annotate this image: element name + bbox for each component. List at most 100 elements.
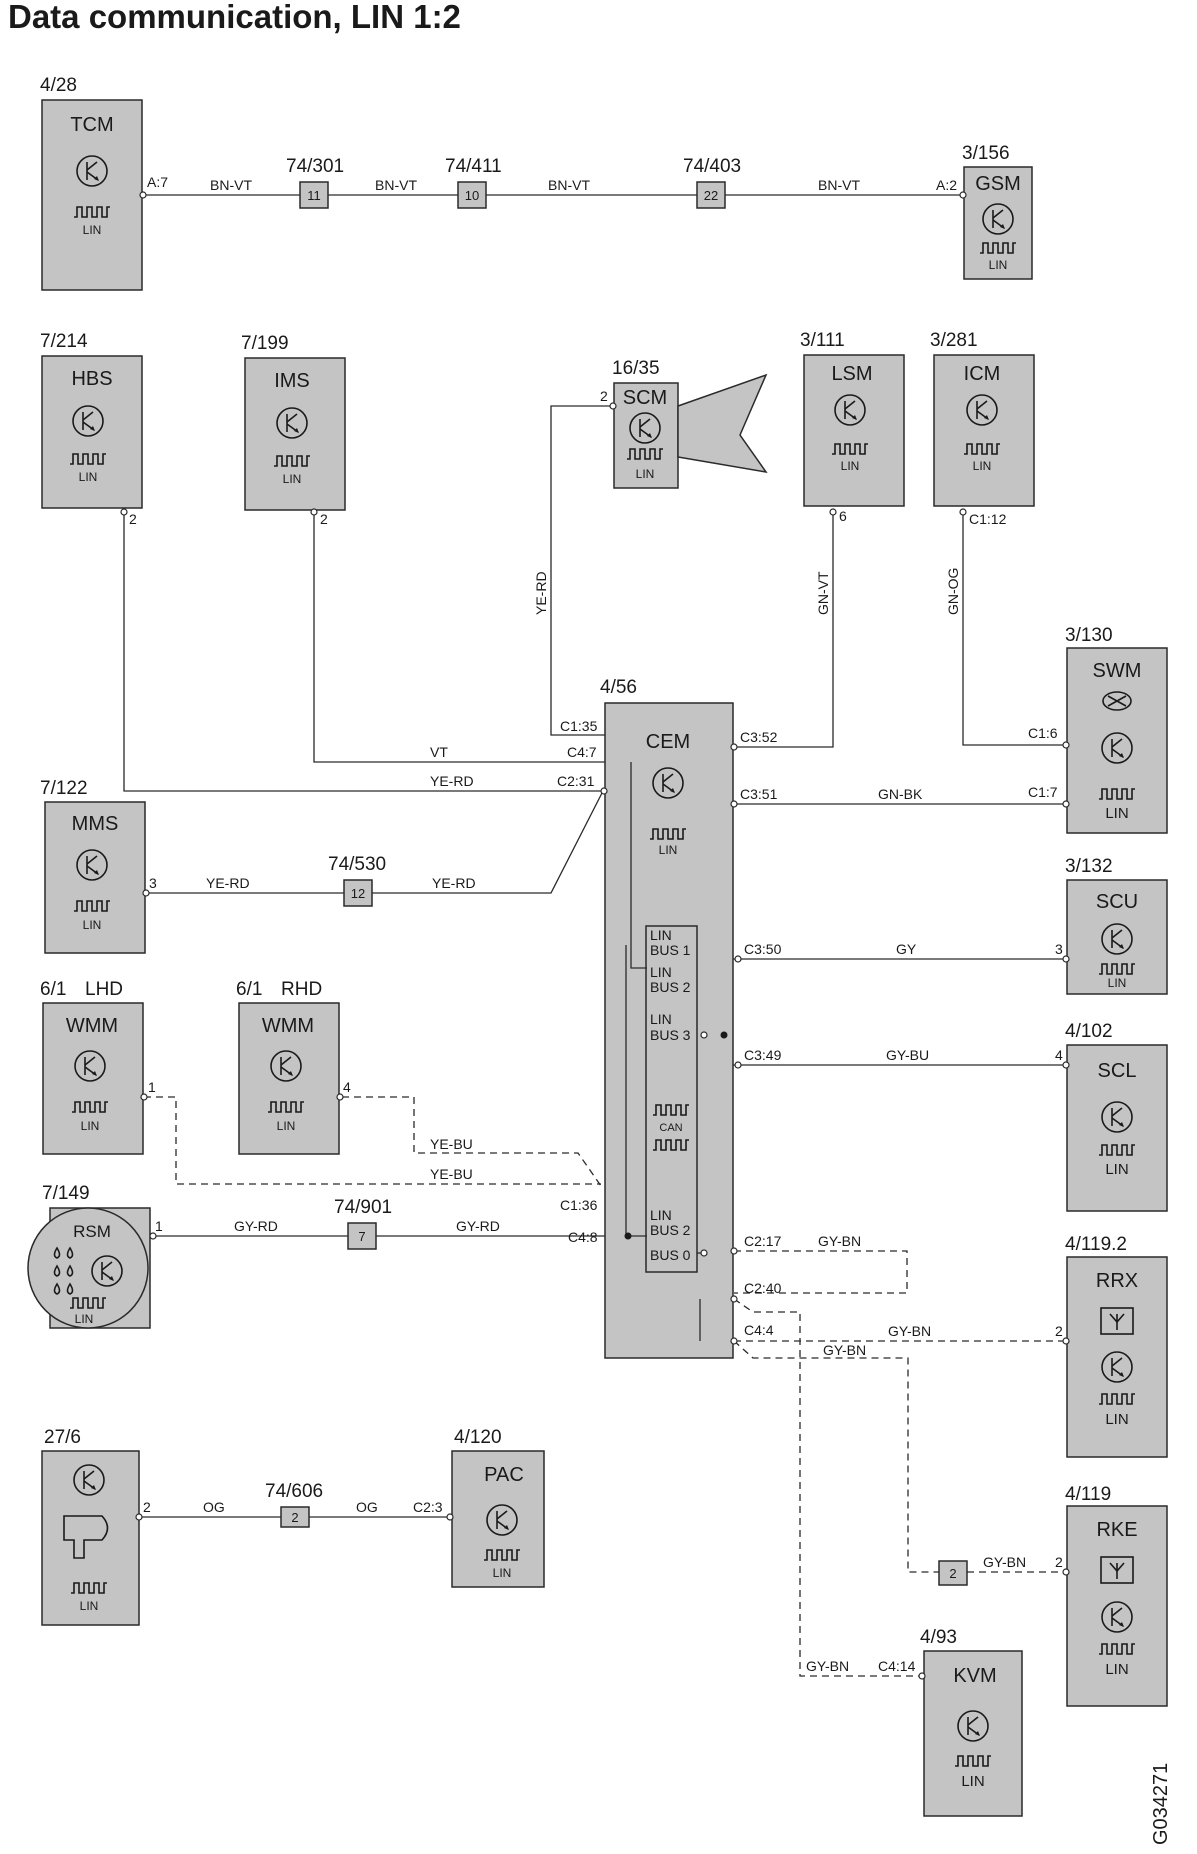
module-swm-lin: LIN — [1105, 805, 1128, 822]
module-ext-ref: 27/6 — [44, 1427, 81, 1448]
module-gsm: 3/156 GSM LIN A:2 — [936, 143, 1033, 280]
module-scu-lin: LIN — [1108, 976, 1127, 990]
module-icm-name: ICM — [964, 363, 1001, 385]
steering-wheel-icon — [1102, 691, 1132, 711]
connector-74-411: 74/411 10 — [445, 156, 502, 209]
module-wmm-lhd-lin: LIN — [81, 1119, 100, 1133]
cem-pin-c217: C2:17 — [744, 1233, 782, 1249]
antenna-icon — [1100, 1556, 1134, 1584]
cem-lin-bus1-a: LIN — [650, 927, 672, 943]
module-mms-pin: 3 — [149, 875, 157, 891]
module-tcm-pin: A:7 — [147, 174, 168, 190]
module-pac: 4/120 PAC LIN C2:3 — [413, 1427, 545, 1588]
module-wmm-lhd-pin: 1 — [148, 1079, 156, 1095]
module-swm-name: SWM — [1093, 660, 1142, 682]
module-pac-pin: C2:3 — [413, 1499, 443, 1515]
connector-74-606-pin: 2 — [291, 1510, 298, 1525]
cem-pin-c47: C4:7 — [567, 744, 597, 760]
module-rsm: 7/149 RSM LIN 1 — [27, 1183, 163, 1329]
cem-pin-c48: C4:8 — [568, 1229, 598, 1245]
connector-74-606: 74/606 2 — [265, 1481, 323, 1528]
wire-label: YE-RD — [533, 571, 549, 615]
module-rsm-ref: 7/149 — [42, 1183, 90, 1204]
module-gsm-name: GSM — [975, 173, 1021, 195]
module-ext-lin: LIN — [80, 1599, 99, 1613]
cem-pin-c351: C3:51 — [740, 786, 778, 802]
module-cem-ref: 4/56 — [600, 677, 637, 698]
module-hbs: 7/214 HBS LIN 2 — [40, 331, 143, 527]
connector-74-403: 74/403 22 — [683, 156, 741, 209]
module-lsm: 3/111 LSM LIN 6 — [800, 330, 905, 524]
module-hbs-ref: 7/214 — [40, 331, 88, 352]
module-ims-pin: 2 — [320, 511, 328, 527]
module-mms-ref: 7/122 — [40, 778, 88, 799]
connector-74-530-pin: 12 — [351, 886, 365, 901]
module-tcm-ref: 4/28 — [40, 75, 77, 96]
module-kvm-name: KVM — [953, 1665, 996, 1687]
wire-label: GN-OG — [945, 568, 961, 615]
wire-label: GY-BN — [823, 1342, 866, 1358]
module-ims-name: IMS — [274, 370, 310, 392]
module-scl-pin: 4 — [1055, 1047, 1063, 1063]
wire-color-labels: BN-VT BN-VT BN-VT BN-VT YE-RD GN-VT GN-O… — [203, 177, 1026, 1674]
cem-lin-bus2-lower-b: BUS 2 — [650, 1222, 691, 1238]
module-kvm-ref: 4/93 — [920, 1627, 957, 1648]
connector-rke-pin: 2 — [949, 1566, 956, 1581]
wire-label: GY-BN — [818, 1233, 861, 1249]
module-ext-pin: 2 — [143, 1499, 151, 1515]
module-swm-pin-b: C1:7 — [1028, 784, 1058, 800]
module-gsm-ref: 3/156 — [962, 143, 1010, 164]
module-tcm-name: TCM — [70, 114, 113, 136]
module-scu: 3/132 SCU LIN 3 — [1055, 856, 1168, 995]
module-swm-ref: 3/130 — [1065, 625, 1113, 646]
cem-pin-c350: C3:50 — [744, 941, 782, 957]
wire-label: YE-RD — [432, 875, 476, 891]
module-wmm-rhd-ref: 6/1 — [236, 979, 262, 1000]
wire-label: YE-BU — [430, 1166, 473, 1182]
wire-label: GY-RD — [456, 1218, 500, 1234]
module-gsm-lin: LIN — [989, 258, 1008, 272]
wire-label: GN-VT — [815, 571, 831, 615]
module-icm-lin: LIN — [973, 459, 992, 473]
module-cem: 4/56 CEM LIN LIN BUS 1 LIN BUS 2 LIN BUS… — [557, 677, 782, 1359]
module-rsm-name: RSM — [73, 1222, 111, 1241]
cem-lin-bus2-lower-a: LIN — [650, 1207, 672, 1223]
wire-label: GY — [896, 941, 917, 957]
module-gsm-pin: A:2 — [936, 177, 957, 193]
module-scu-ref: 3/132 — [1065, 856, 1113, 877]
wire-label: VT — [430, 744, 448, 760]
connector-74-411-ref: 74/411 — [445, 156, 502, 177]
module-rrx: 4/119.2 RRX LIN 2 — [1055, 1234, 1168, 1458]
cem-pin-c136: C1:36 — [560, 1197, 598, 1213]
module-hbs-name: HBS — [71, 368, 112, 390]
cem-lin-bus2-a: LIN — [650, 964, 672, 980]
cem-pin-c240: C2:40 — [744, 1280, 782, 1296]
cem-bus0: BUS 0 — [650, 1247, 691, 1263]
module-pac-ref: 4/120 — [454, 1427, 502, 1448]
cem-lin-bus3-b: BUS 3 — [650, 1027, 691, 1043]
document-code: G034271 — [1150, 1762, 1172, 1845]
module-wmm-rhd-pin: 4 — [343, 1079, 351, 1095]
connector-74-901-pin: 7 — [358, 1229, 365, 1244]
module-wmm-rhd-variant: RHD — [281, 979, 322, 1000]
module-rke-name: RKE — [1096, 1519, 1137, 1541]
module-lsm-name: LSM — [831, 363, 872, 385]
cem-pin-c352: C3:52 — [740, 729, 778, 745]
module-scm-ref: 16/35 — [612, 358, 660, 379]
module-icm-pin: C1:12 — [969, 511, 1007, 527]
module-scm-pin: 2 — [600, 388, 608, 404]
cem-lin-bus2-b: BUS 2 — [650, 979, 691, 995]
module-rke: 4/119 RKE LIN 2 — [1055, 1484, 1168, 1707]
module-lsm-pin: 6 — [839, 508, 847, 524]
module-wmm-lhd-ref: 6/1 — [40, 979, 66, 1000]
module-scl-lin: LIN — [1105, 1161, 1128, 1178]
connector-74-530-ref: 74/530 — [328, 854, 386, 875]
wire-label: GY-BU — [886, 1047, 929, 1063]
module-rrx-pin: 2 — [1055, 1323, 1063, 1339]
module-hbs-lin: LIN — [79, 470, 98, 484]
module-rke-pin: 2 — [1055, 1554, 1063, 1570]
module-rsm-pin: 1 — [155, 1218, 163, 1234]
connector-74-530: 74/530 12 — [328, 854, 386, 907]
module-wmm-lhd-variant: LHD — [85, 979, 123, 1000]
